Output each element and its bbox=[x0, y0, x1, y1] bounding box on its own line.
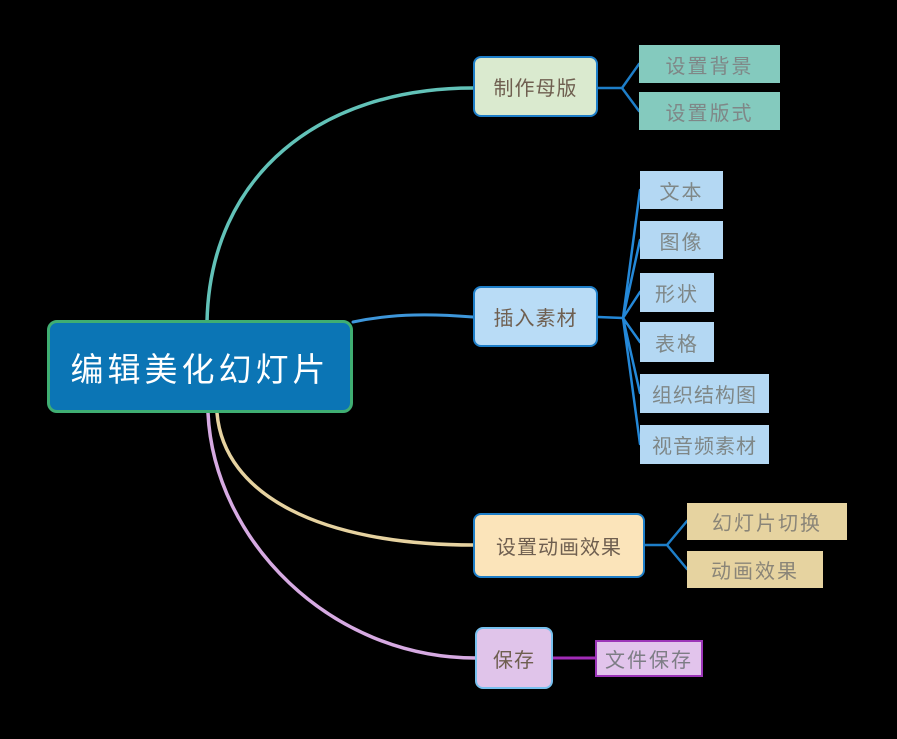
branch-make-master-label: 制作母版 bbox=[493, 78, 578, 100]
branch-node-animation-effects[interactable]: 设置动画效果 bbox=[473, 513, 645, 578]
branch-insert-material-label: 插入素材 bbox=[493, 308, 578, 330]
child-node-set-background[interactable]: 设置背景 bbox=[639, 45, 780, 83]
child-node-av-material[interactable]: 视音频素材 bbox=[640, 425, 769, 464]
branch-node-make-master[interactable]: 制作母版 bbox=[473, 56, 598, 117]
branch-node-save[interactable]: 保存 bbox=[475, 627, 553, 689]
child-org-chart-label: 组织结构图 bbox=[652, 385, 757, 407]
connector-animation-effects bbox=[215, 411, 476, 547]
fork-animation-children bbox=[643, 519, 689, 571]
child-node-table[interactable]: 表格 bbox=[640, 322, 714, 362]
child-node-text[interactable]: 文本 bbox=[640, 171, 723, 209]
child-text-label: 文本 bbox=[659, 181, 704, 204]
child-shape-label: 形状 bbox=[655, 284, 699, 306]
child-node-org-chart[interactable]: 组织结构图 bbox=[640, 374, 769, 413]
branch-animation-effects-label: 设置动画效果 bbox=[496, 537, 622, 559]
child-file-save-label: 文件保存 bbox=[605, 650, 693, 672]
child-av-material-label: 视音频素材 bbox=[652, 436, 757, 458]
child-set-background-label: 设置背景 bbox=[665, 55, 754, 78]
fan-insert-material-children bbox=[596, 188, 642, 446]
fork-make-master-children bbox=[596, 62, 641, 113]
child-node-image[interactable]: 图像 bbox=[640, 221, 723, 259]
child-node-file-save[interactable]: 文件保存 bbox=[595, 640, 703, 677]
child-image-label: 图像 bbox=[659, 231, 704, 254]
central-topic-node[interactable]: 编辑美化幻灯片 bbox=[47, 320, 353, 413]
child-node-animation-effect[interactable]: 动画效果 bbox=[687, 551, 823, 588]
child-node-shape[interactable]: 形状 bbox=[640, 273, 714, 312]
child-table-label: 表格 bbox=[655, 333, 699, 356]
connector-save bbox=[206, 411, 478, 660]
central-topic-label: 编辑美化幻灯片 bbox=[70, 349, 330, 389]
connector-make-master bbox=[205, 86, 475, 324]
child-node-set-layout[interactable]: 设置版式 bbox=[639, 92, 780, 130]
child-slide-transition-label: 幻灯片切换 bbox=[712, 513, 822, 535]
child-set-layout-label: 设置版式 bbox=[665, 102, 754, 125]
connector-insert-material bbox=[351, 313, 475, 324]
branch-node-insert-material[interactable]: 插入素材 bbox=[473, 286, 598, 347]
branch-save-label: 保存 bbox=[493, 649, 535, 672]
child-node-slide-transition[interactable]: 幻灯片切换 bbox=[687, 503, 847, 540]
child-animation-effect-label: 动画效果 bbox=[711, 561, 799, 583]
